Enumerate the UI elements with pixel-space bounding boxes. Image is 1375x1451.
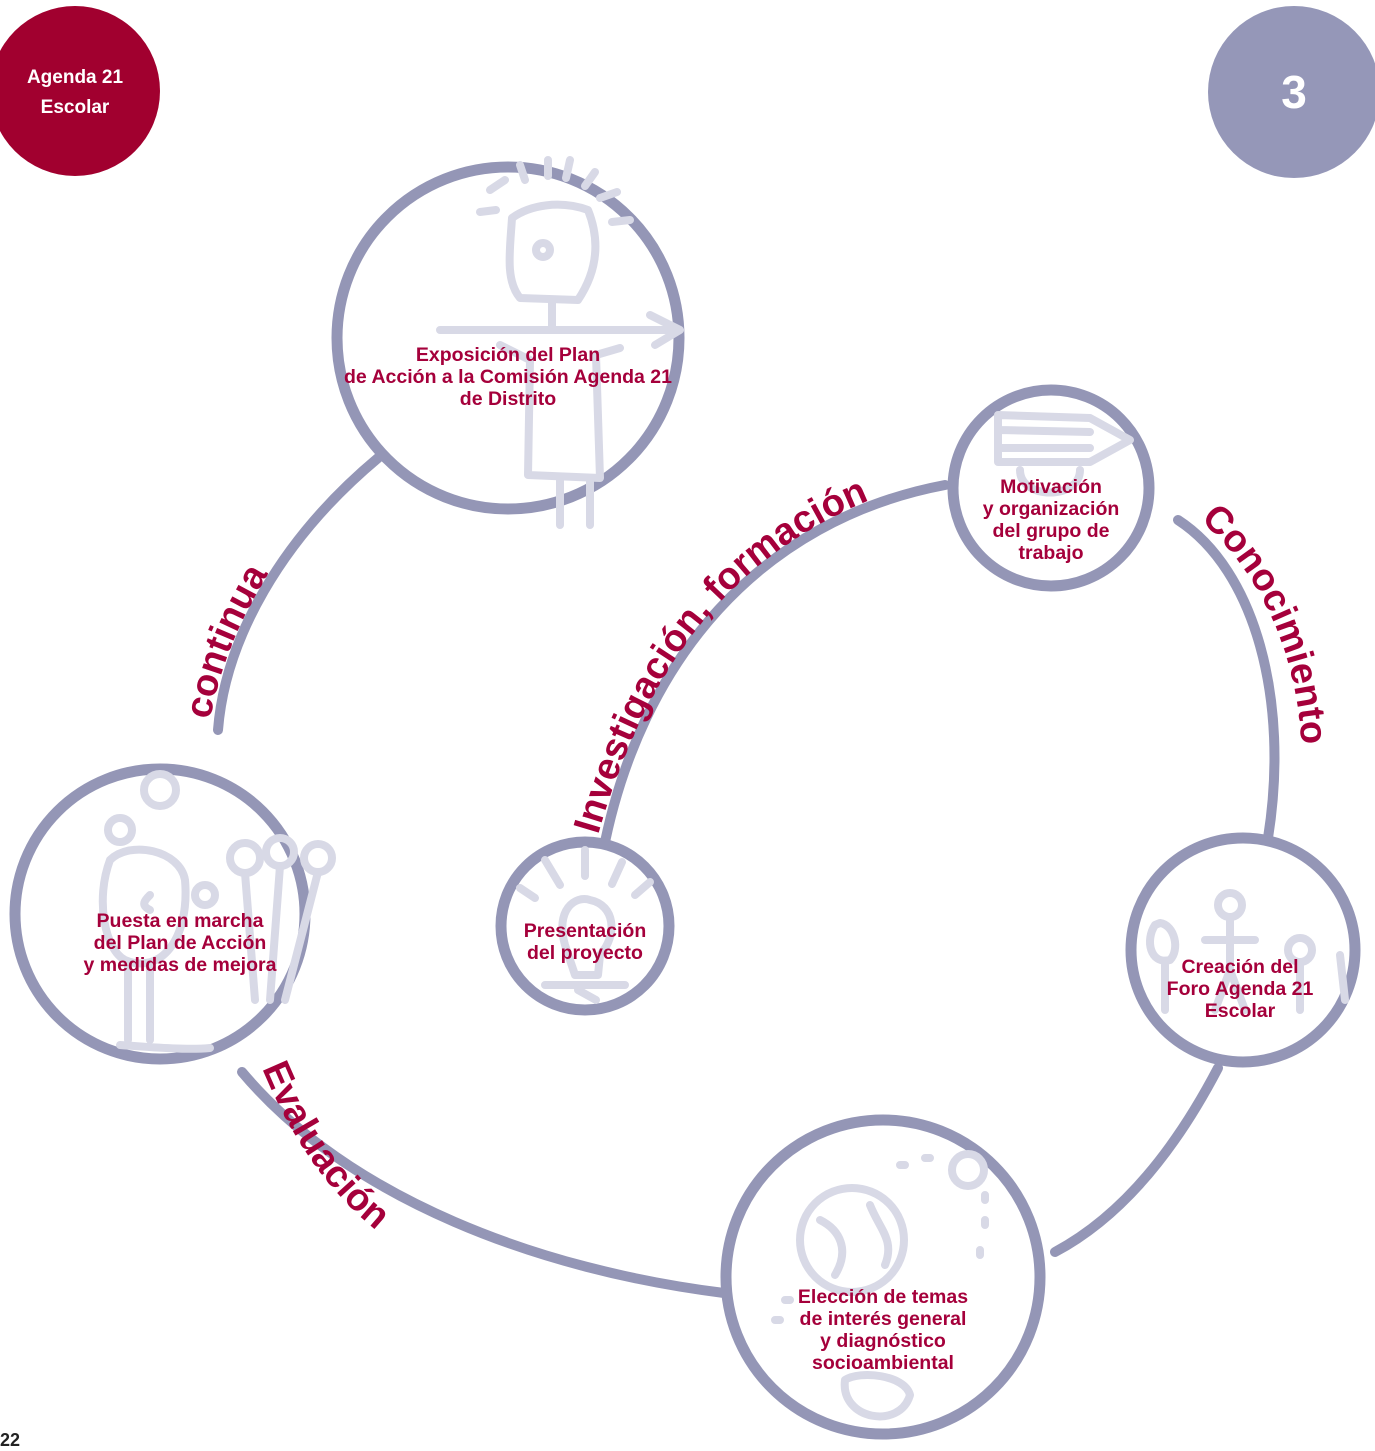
connector-lines bbox=[213, 453, 1280, 1298]
cycle-label-investigacion: Investigación, formación bbox=[566, 470, 873, 838]
sketch-flowers-icon bbox=[98, 770, 336, 1053]
node-label-puesta: Puesta en marcha del Plan de Acción y me… bbox=[83, 910, 277, 976]
page-number: 22 bbox=[0, 1430, 21, 1450]
node-circle-creacion bbox=[1125, 832, 1361, 1068]
node-label-eleccion: Elección de temas de interés general y d… bbox=[797, 1286, 969, 1374]
badge-title-line2: Escolar bbox=[40, 97, 110, 118]
connector-presentacion-motivacion bbox=[598, 480, 950, 857]
sketch-people-icon bbox=[1146, 889, 1349, 1014]
node-label-exposicion: Exposición del Plan de Acción a la Comis… bbox=[344, 344, 672, 410]
sketch-pencil-icon bbox=[994, 411, 1134, 497]
agenda-21-escolar-badge: Agenda 21 Escolar bbox=[0, 6, 160, 176]
connector-creacion-eleccion bbox=[1050, 1063, 1223, 1257]
sketch-illustrations bbox=[98, 156, 1349, 1421]
sketch-lightbulb-icon bbox=[516, 846, 654, 1004]
connector-exposicion-puesta bbox=[213, 453, 383, 735]
chapter-number: 3 bbox=[1281, 66, 1307, 118]
cycle-label-evaluacion: Evaluación bbox=[254, 1055, 398, 1237]
node-label-presentacion: Presentación del proyecto bbox=[523, 920, 647, 964]
cycle-label-conocimiento: Conocimiento bbox=[1194, 496, 1335, 745]
connector-motivacion-creacion bbox=[1173, 515, 1280, 843]
node-label-creacion: Creación del Foro Agenda 21 Escolar bbox=[1166, 956, 1314, 1022]
node-circles bbox=[9, 161, 1361, 1440]
cycle-labels: Investigación, formación Conocimiento co… bbox=[178, 470, 1335, 1237]
node-circle-presentacion bbox=[495, 836, 675, 1016]
connector-puesta-eleccion bbox=[237, 1067, 729, 1298]
sketch-globe-icon bbox=[771, 1150, 989, 1421]
sketch-person-icon bbox=[436, 156, 684, 529]
badge-title-line1: Agenda 21 bbox=[26, 67, 124, 88]
node-label-motivacion: Motivación y organización del grupo de t… bbox=[982, 476, 1120, 564]
chapter-number-badge: 3 bbox=[1208, 6, 1375, 178]
